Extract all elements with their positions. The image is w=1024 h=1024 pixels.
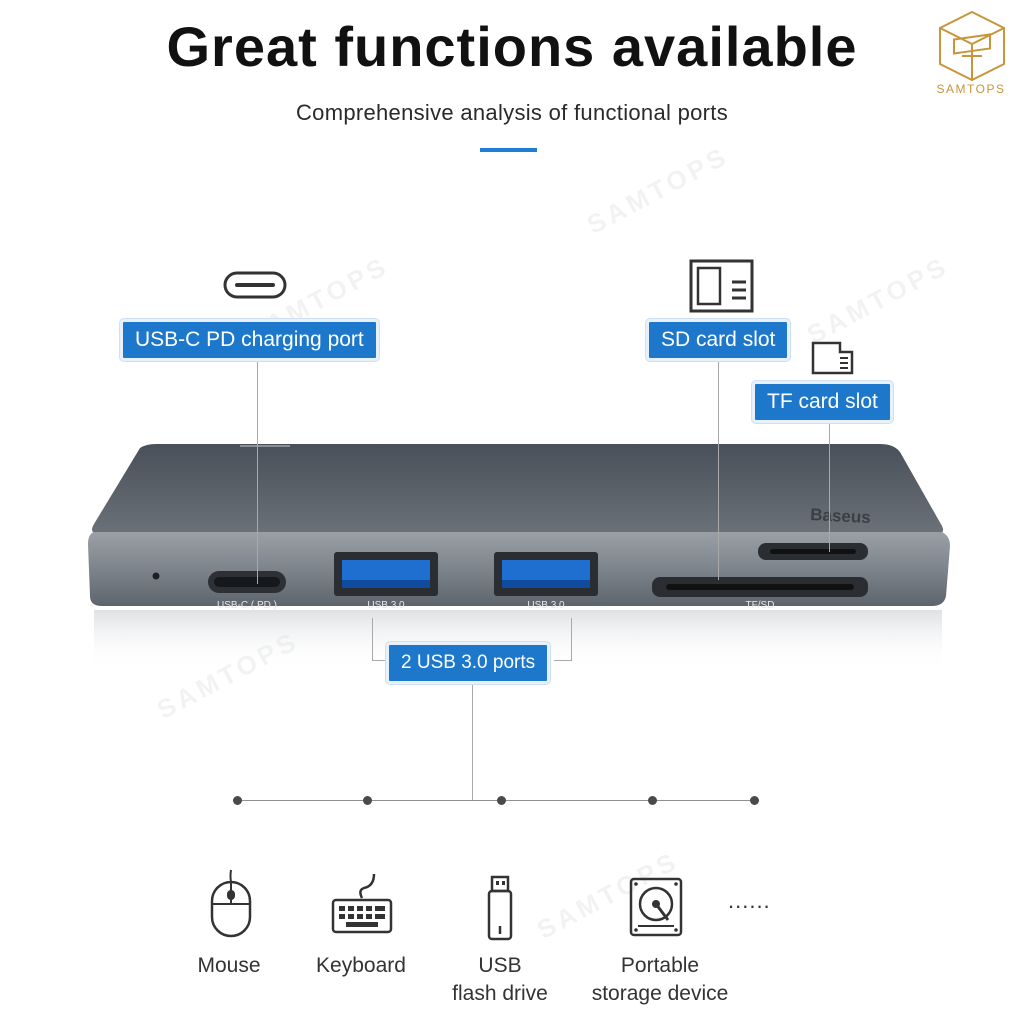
callout-usb3-ports: 2 USB 3.0 ports (386, 642, 551, 684)
more-devices-indicator: ...... (728, 888, 771, 913)
port-label-usbc: USB-C ( PD ) (217, 600, 277, 611)
callout-tf-slot: TF card slot (752, 381, 893, 423)
usb3-stem-line (472, 678, 473, 800)
timeline-dot (363, 796, 372, 805)
port-label-usb3: USB 3.0 (527, 600, 565, 611)
callout-usbc: USB-C PD charging port (120, 319, 379, 361)
watermark: SAMTOPS (581, 140, 734, 240)
page-title: Great functions available (166, 15, 858, 78)
device-label-keyboard: Keyboard (316, 954, 406, 977)
watermark: SAMTOPS (801, 250, 954, 350)
port-label-card: TF/SD (746, 600, 775, 611)
usb3-bracket-right (571, 618, 572, 661)
sd-card-icon (689, 259, 754, 313)
usb-flash-drive-icon (487, 875, 513, 941)
tf-card-icon (811, 341, 854, 375)
tf-callout-line (829, 414, 830, 552)
page-subtitle: Comprehensive analysis of functional por… (295, 100, 729, 125)
title-divider (480, 148, 537, 152)
usb3-bracket-right-tick (554, 660, 572, 661)
usb-hub-device: Baseus USB-C ( PD ) USB 3.0 USB 3.0 TF/S… (88, 444, 950, 670)
usb3-bracket-left (372, 618, 373, 661)
timeline-dot (648, 796, 657, 805)
device-timeline (237, 800, 755, 801)
callout-sd-slot: SD card slot (646, 319, 791, 361)
mouse-icon (210, 869, 252, 938)
hard-drive-icon (629, 877, 683, 937)
sd-callout-line (718, 354, 719, 580)
hub-logo: Baseus (810, 505, 871, 527)
usbc-callout-line (257, 354, 258, 584)
device-label-portable-storage: Portable storage device (591, 954, 729, 1005)
timeline-dot (497, 796, 506, 805)
device-label-mouse: Mouse (197, 954, 261, 977)
keyboard-icon (331, 873, 393, 934)
brand-name: SAMTOPS (936, 82, 1006, 96)
samtops-logo (939, 10, 1005, 82)
usb-c-port-icon (223, 271, 287, 299)
timeline-dot (233, 796, 242, 805)
device-label-usb-flash-drive: USB flash drive (452, 954, 548, 1005)
timeline-dot (750, 796, 759, 805)
port-label-usb3: USB 3.0 (367, 600, 405, 611)
usb3-bracket-left-tick (372, 660, 390, 661)
